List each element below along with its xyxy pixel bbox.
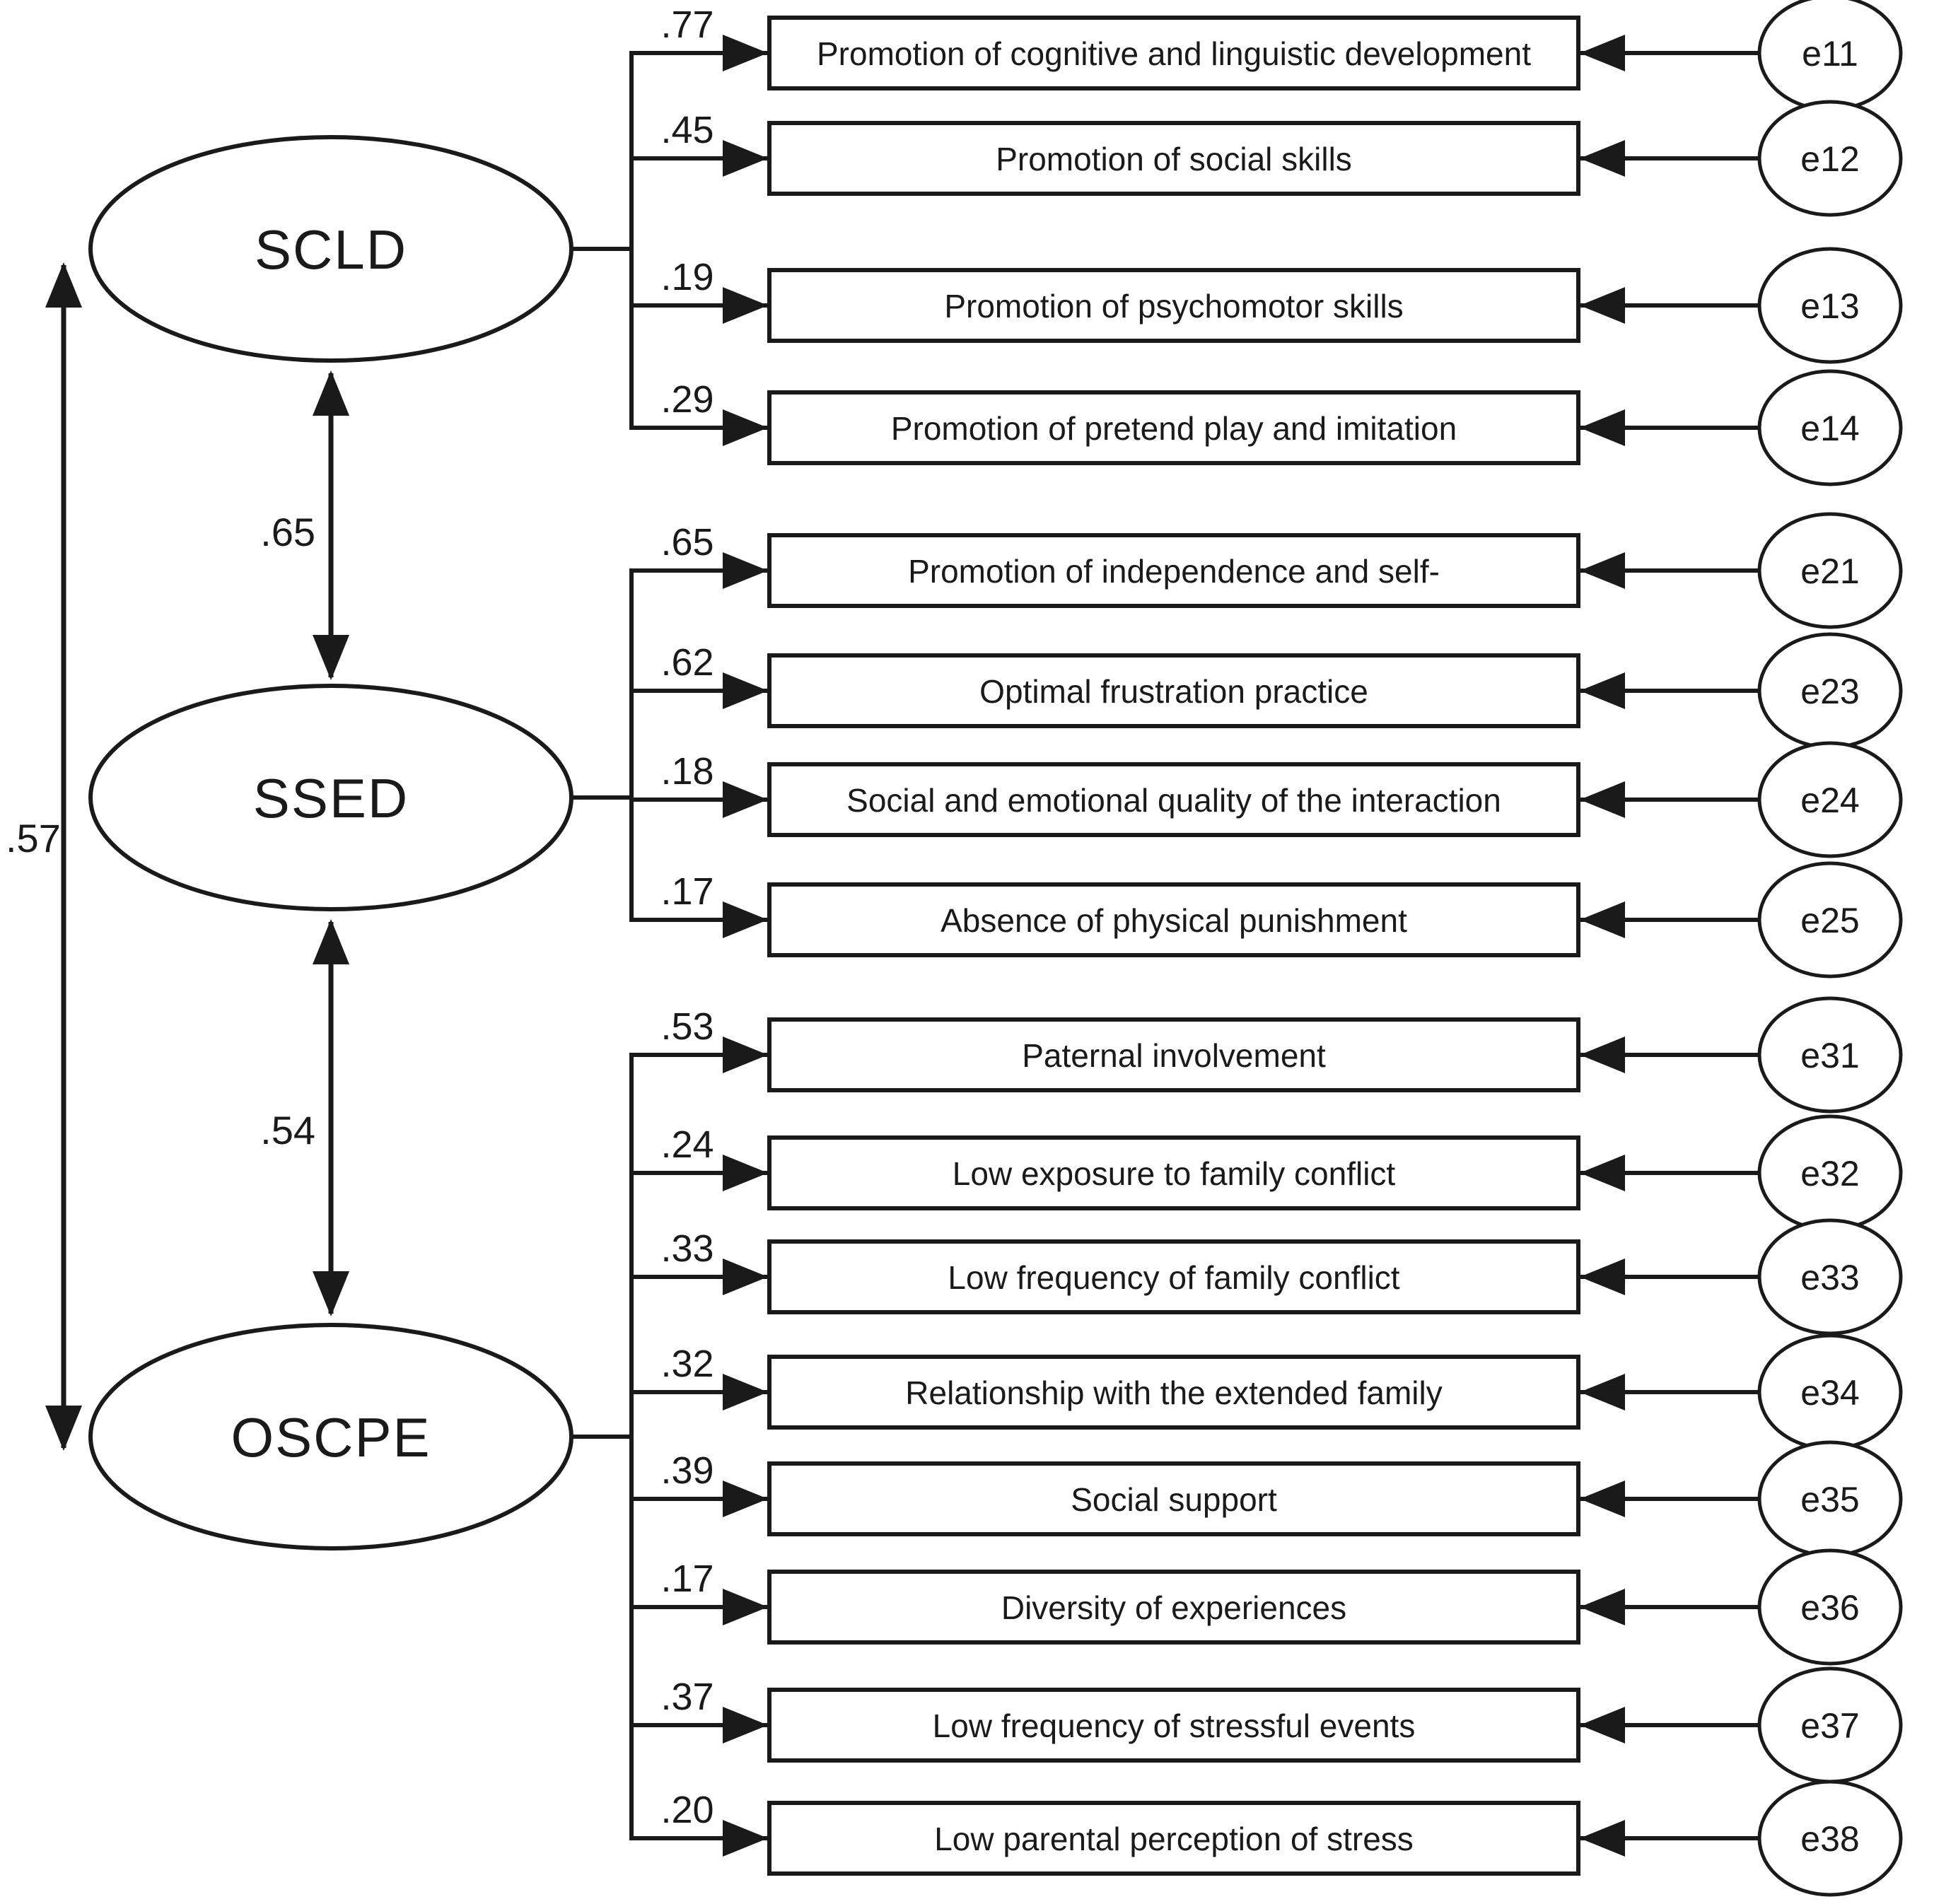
- error-label: e36: [1800, 1588, 1859, 1628]
- error-label: e34: [1800, 1373, 1859, 1413]
- indicator-label: Relationship with the extended family: [905, 1374, 1442, 1411]
- indicator-label: Low frequency of family conflict: [948, 1259, 1399, 1296]
- indicator-row: .39 Social support e35: [629, 1440, 1903, 1558]
- indicator-label: Social support: [1071, 1481, 1277, 1518]
- error-ellipse: [1757, 247, 1903, 364]
- error-ellipse: [1757, 1780, 1903, 1897]
- error-ellipse: [1757, 100, 1903, 217]
- indicator-row: .77 Promotion of cognitive and linguisti…: [629, 0, 1903, 112]
- indicator-label: Social and emotional quality of the inte…: [846, 782, 1501, 819]
- error-ellipse: [1757, 1218, 1903, 1336]
- indicator-row: .62 Optimal frustration practice e23: [629, 632, 1903, 749]
- loading-value: .62: [660, 641, 714, 684]
- indicator-box: [767, 1801, 1580, 1876]
- latent-ssed-label: SSED: [253, 767, 409, 829]
- loading-value: .19: [660, 256, 714, 298]
- indicator-row: .32 Relationship with the extended famil…: [629, 1333, 1903, 1451]
- loading-value: .77: [660, 4, 714, 46]
- indicator-row: .45 Promotion of social skills e12: [629, 100, 1903, 217]
- loading-value: .17: [660, 1558, 714, 1600]
- error-label: e38: [1800, 1819, 1859, 1859]
- indicator-label: Promotion of social skills: [996, 141, 1352, 177]
- error-label: e23: [1800, 672, 1859, 711]
- error-ellipse: [1757, 1548, 1903, 1666]
- indicator-row: .17 Absence of physical punishment e25: [629, 861, 1903, 979]
- loading-value: .32: [660, 1343, 714, 1385]
- loading-value: .20: [660, 1789, 714, 1831]
- indicator-row: .18 Social and emotional quality of the …: [629, 741, 1903, 858]
- error-label: e32: [1800, 1154, 1859, 1193]
- indicator-box: [767, 268, 1580, 343]
- indicator-label: Absence of physical punishment: [940, 902, 1407, 939]
- indicator-box: [767, 1017, 1580, 1092]
- indicator-label: Low exposure to family conflict: [953, 1155, 1396, 1192]
- indicator-label: Paternal involvement: [1022, 1037, 1326, 1074]
- indicator-box: [767, 653, 1580, 728]
- latent-oscpe: OSCPE: [88, 1053, 634, 1840]
- latent-ssed: SSED: [88, 568, 634, 922]
- indicator-box: [767, 121, 1580, 196]
- error-label: e24: [1800, 781, 1859, 820]
- error-ellipse: [1757, 369, 1903, 486]
- indicator-box: [767, 1461, 1580, 1536]
- error-label: e37: [1800, 1706, 1859, 1746]
- indicator-box: [767, 1570, 1580, 1645]
- correlation-value-ssed-oscpe: .54: [260, 1108, 315, 1152]
- indicator-label: Optimal frustration practice: [979, 673, 1368, 710]
- indicator-box: [767, 1239, 1580, 1314]
- error-label: e21: [1800, 551, 1859, 591]
- error-ellipse: [1757, 861, 1903, 979]
- error-label: e35: [1800, 1480, 1859, 1519]
- latent-scld-label: SCLD: [255, 218, 407, 281]
- indicator-row: .29 Promotion of pretend play and imitat…: [629, 369, 1903, 486]
- indicator-label: Promotion of psychomotor skills: [944, 288, 1403, 325]
- loading-value: .18: [660, 750, 714, 793]
- loading-value: .33: [660, 1227, 714, 1270]
- error-label: e11: [1802, 34, 1858, 74]
- loading-value: .29: [660, 378, 714, 421]
- loading-value: .53: [660, 1005, 714, 1048]
- indicator-box: [767, 1688, 1580, 1763]
- loading-value: .17: [660, 870, 714, 913]
- indicator-box: [767, 762, 1580, 837]
- error-label: e14: [1800, 409, 1859, 448]
- latent-scld: SCLD: [88, 51, 634, 430]
- indicator-row: .33 Low frequency of family conflict e33: [629, 1218, 1903, 1336]
- indicator-label: Low parental perception of stress: [934, 1821, 1414, 1857]
- loading-value: .24: [660, 1123, 714, 1166]
- latent-oscpe-label: OSCPE: [231, 1406, 431, 1468]
- indicator-label: Low frequency of stressful events: [933, 1707, 1416, 1744]
- indicator-label: Promotion of cognitive and linguistic de…: [817, 35, 1531, 72]
- indicator-row: .53 Paternal involvement e31: [629, 996, 1903, 1114]
- error-label: e13: [1800, 286, 1859, 326]
- indicator-row: .19 Promotion of psychomotor skills e13: [629, 247, 1903, 364]
- indicator-box: [767, 390, 1580, 465]
- indicator-box: [767, 533, 1580, 608]
- error-label: e33: [1800, 1258, 1859, 1297]
- error-label: e31: [1800, 1036, 1859, 1075]
- indicator-row: .37 Low frequency of stressful events e3…: [629, 1666, 1903, 1784]
- indicator-row: .65 Promotion of independence and self- …: [629, 512, 1903, 629]
- indicator-box: [767, 1135, 1580, 1210]
- correlation-value-scld-ssed: .65: [260, 510, 315, 554]
- indicator-row: .20 Low parental perception of stress e3…: [629, 1780, 1903, 1897]
- error-ellipse: [1757, 512, 1903, 629]
- error-label: e12: [1800, 139, 1859, 179]
- indicator-row: .17 Diversity of experiences e36: [629, 1548, 1903, 1666]
- error-label: e25: [1800, 901, 1859, 940]
- loading-value: .65: [660, 521, 714, 563]
- error-ellipse: [1757, 741, 1903, 858]
- loading-value: .39: [660, 1449, 714, 1492]
- indicator-label: Promotion of pretend play and imitation: [891, 410, 1457, 447]
- indicator-label: Diversity of experiences: [1001, 1589, 1346, 1626]
- indicator-row: .24 Low exposure to family conflict e32: [629, 1114, 1903, 1232]
- indicator-label: Promotion of independence and self-: [908, 553, 1440, 590]
- loading-value: .45: [660, 109, 714, 151]
- correlation-value-scld-oscpe: .57: [6, 816, 61, 860]
- indicator-box: [767, 16, 1580, 90]
- loading-value: .37: [660, 1676, 714, 1718]
- indicator-box: [767, 1355, 1580, 1430]
- error-ellipse: [1757, 996, 1903, 1114]
- indicator-box: [767, 882, 1580, 957]
